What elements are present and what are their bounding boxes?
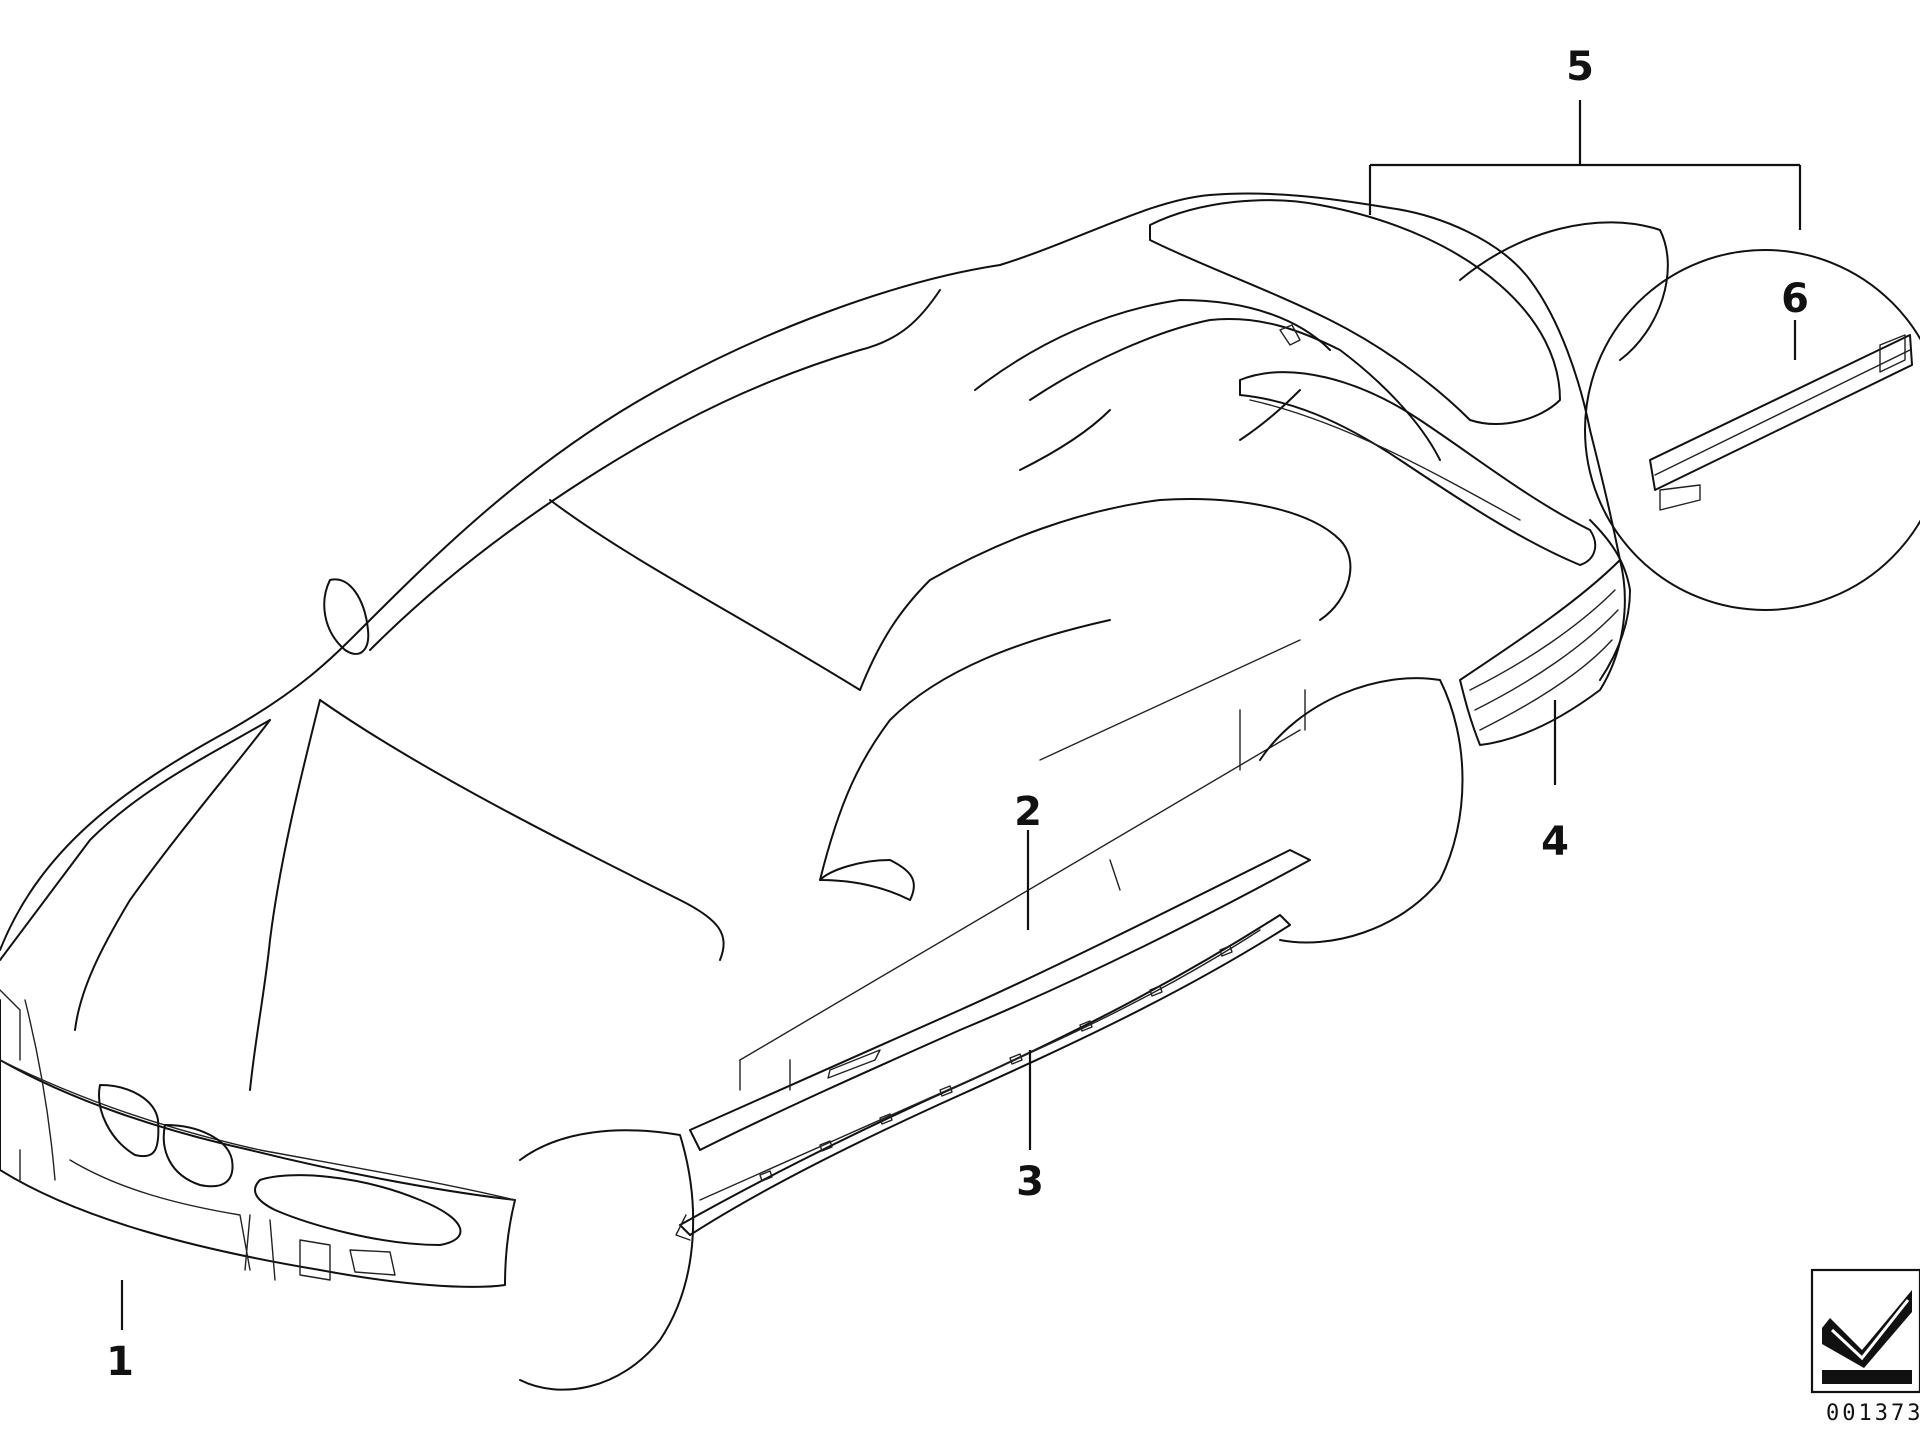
rear-bumper — [1459, 559, 1626, 746]
callout-3: 3 — [1016, 1159, 1044, 1205]
side-skirt — [675, 914, 1291, 1241]
callout-6: 6 — [1781, 276, 1809, 322]
wheel-arches — [519, 221, 1669, 1391]
callout-numbers: 1 2 3 4 5 6 — [106, 44, 1809, 1385]
callout-2: 2 — [1014, 789, 1042, 835]
bmw-parts-diagram-logo-icon — [1810, 1268, 1920, 1394]
car-body-outline — [0, 192, 1631, 1091]
detail-circle — [1584, 249, 1920, 611]
callout-4: 4 — [1541, 819, 1569, 865]
door-trim-strip — [689, 849, 1311, 1151]
callout-1: 1 — [106, 1339, 134, 1385]
document-number: 001373 — [1826, 1401, 1920, 1426]
front-bumper — [0, 989, 516, 1288]
callout-5: 5 — [1566, 44, 1594, 90]
leader-lines — [120, 100, 1802, 1330]
rear-spoiler — [1149, 199, 1597, 566]
